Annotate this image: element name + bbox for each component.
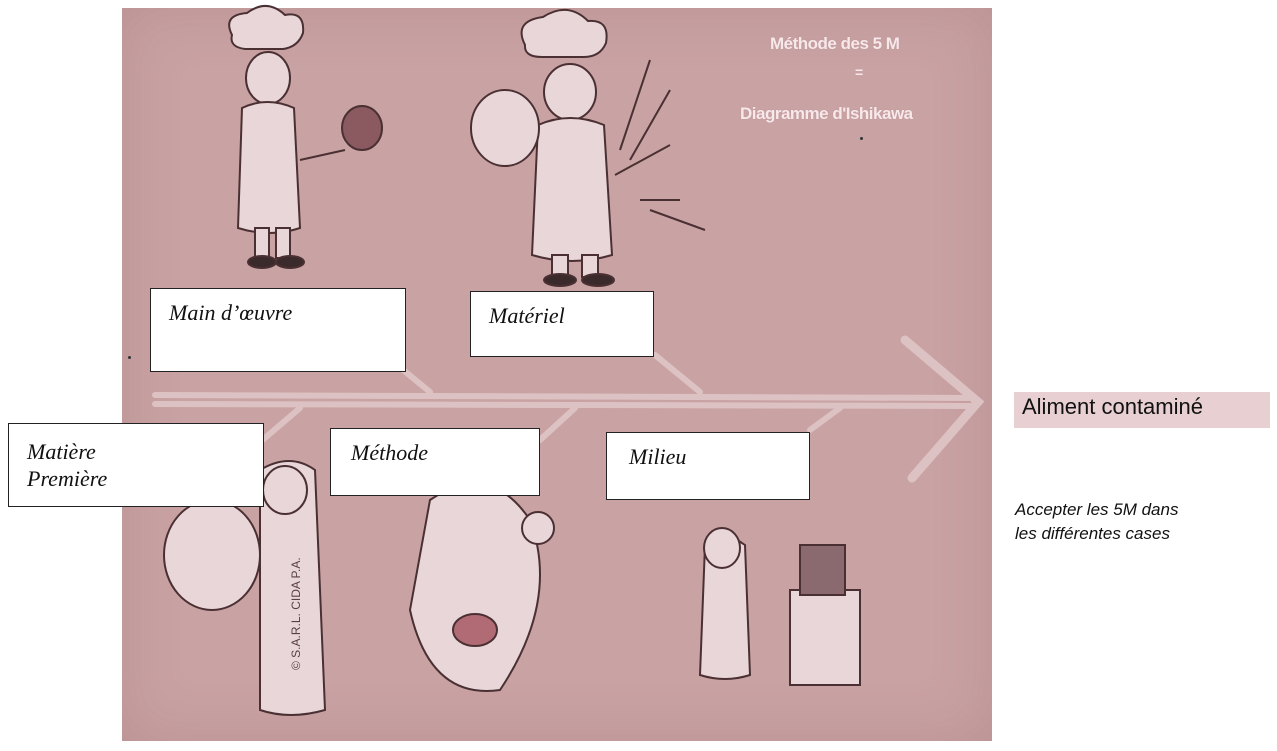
title-equals: = [855,64,863,80]
chef-materiel-illustration [471,10,705,286]
cause-label-milieu: Milieu [629,444,686,469]
cause-box-milieu[interactable]: Milieu [606,432,810,500]
diagram-title: Méthode des 5 M [770,34,970,54]
cause-label-matiere-line2: Première [27,465,263,492]
copyright-text: © S.A.R.L. CIDA P.A. [289,557,303,670]
cause-box-matiere[interactable]: Matière Première [8,423,264,507]
instruction-line2: les différentes cases [1015,522,1275,546]
cause-label-matiere-line1: Matière [27,438,263,465]
cause-label-methode: Méthode [351,440,428,465]
cause-box-methode[interactable]: Méthode [330,428,540,496]
effect-label: Aliment contaminé [1014,392,1270,428]
chef-cook-illustration [229,6,382,268]
instruction-note: Accepter les 5M dans les différentes cas… [1015,498,1275,546]
cause-box-main-oeuvre[interactable]: Main d’œuvre [150,288,406,372]
cause-label-main-oeuvre: Main d’œuvre [169,300,292,325]
copyright-mark: © S.A.R.L. CIDA P.A. [289,557,303,670]
diagram-subtitle: Diagramme d'Ishikawa [740,104,1000,124]
cause-box-materiel[interactable]: Matériel [470,291,654,357]
cause-label-materiel: Matériel [489,303,565,328]
instruction-line1: Accepter les 5M dans [1015,498,1275,522]
stray-dot [860,137,863,140]
stray-dot [128,356,131,359]
